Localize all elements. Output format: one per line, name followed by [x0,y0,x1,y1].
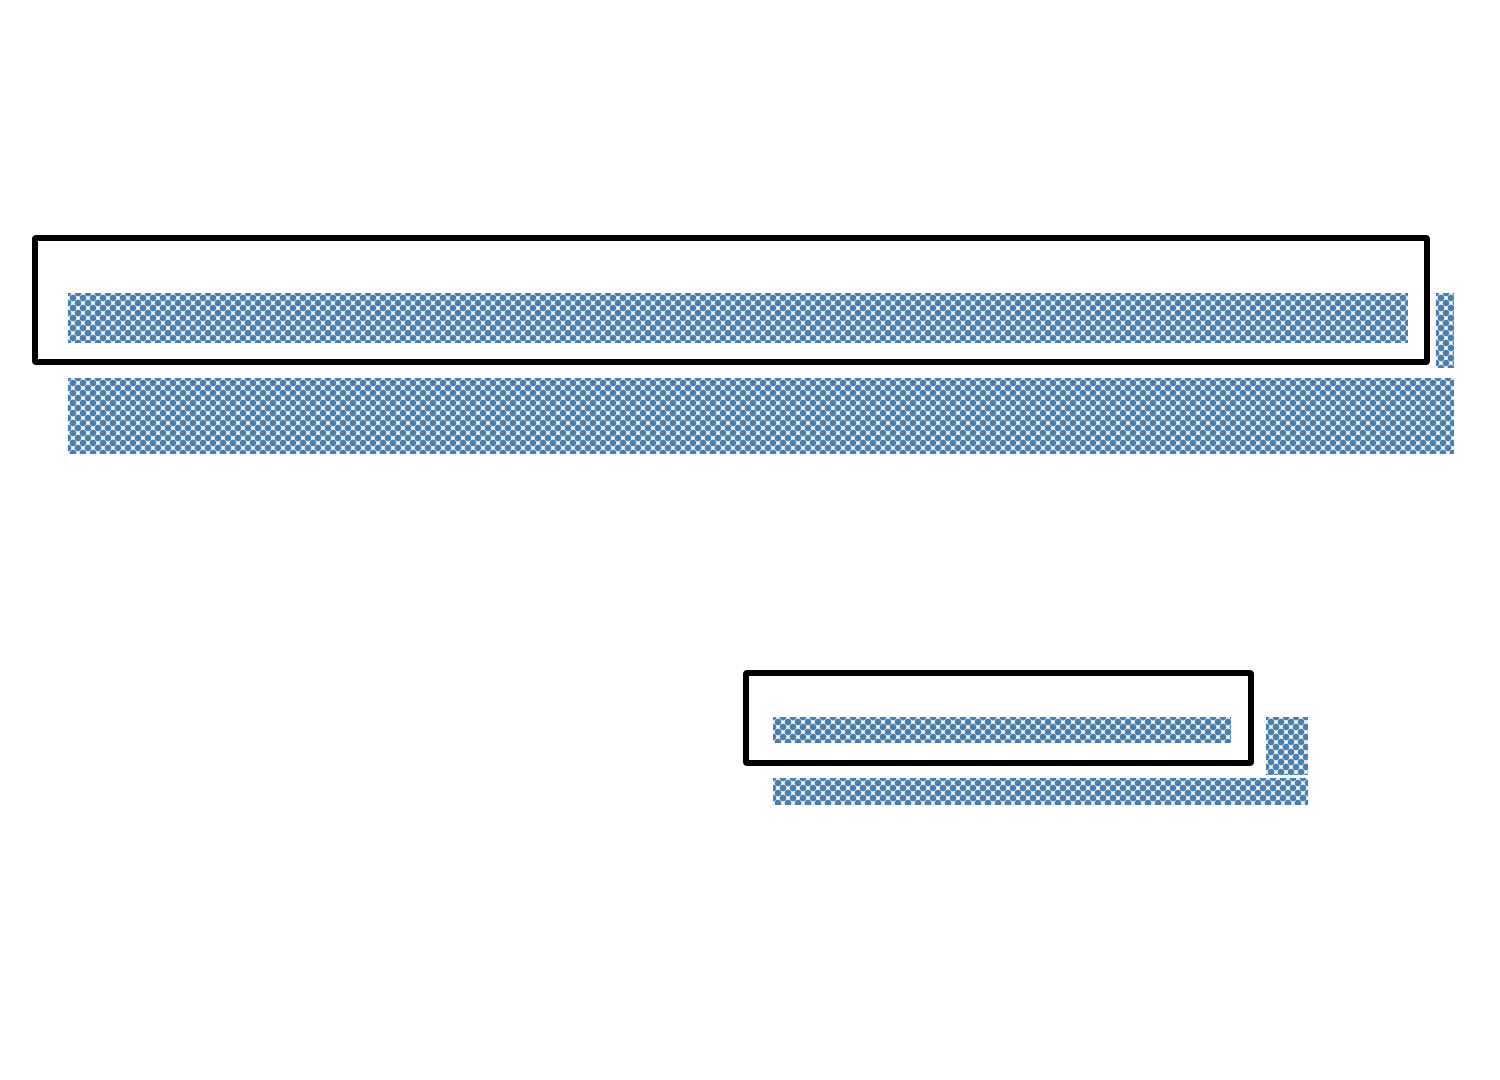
wide-input-box[interactable] [32,235,1430,365]
wide-field-shadow-right [1436,293,1454,368]
wide-field-shadow [68,293,1408,343]
short-field-shadow-bottom [773,778,1308,805]
wide-field-shadow-bottom [68,378,1454,454]
short-field-shadow [773,717,1231,743]
short-input-box[interactable] [743,670,1254,766]
short-input-value [749,676,1248,760]
wide-input-value [38,241,1424,359]
short-field-shadow-right [1266,717,1308,775]
